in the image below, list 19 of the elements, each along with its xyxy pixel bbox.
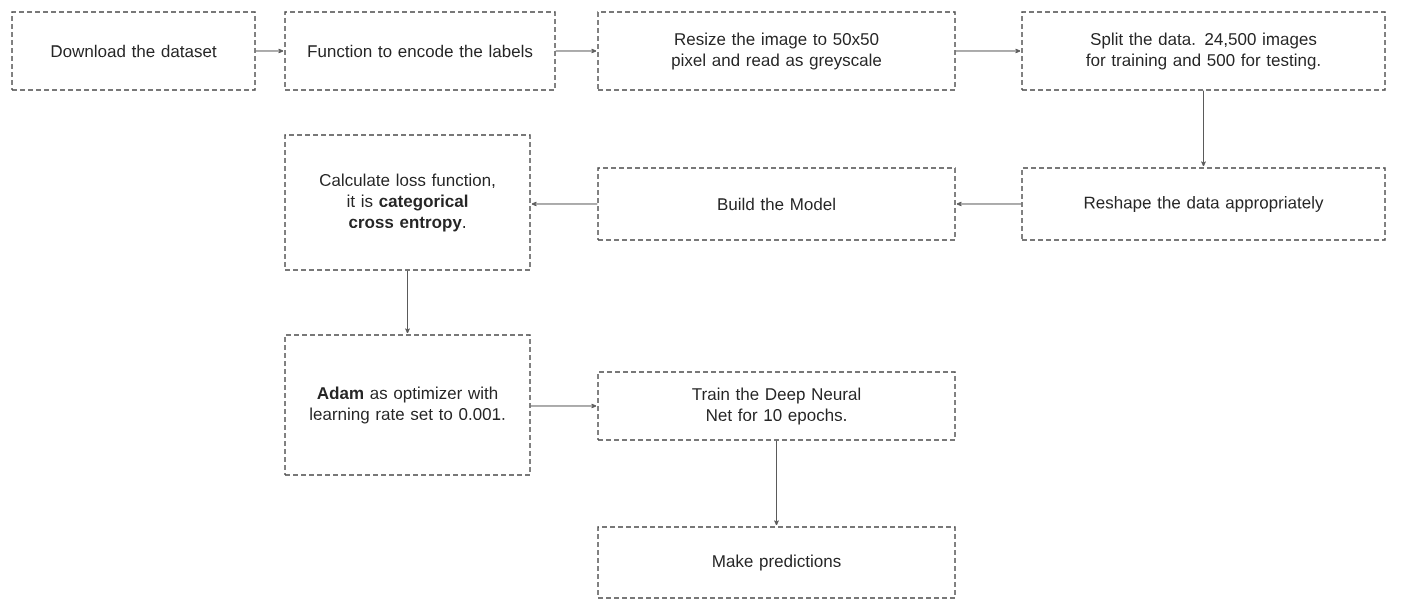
arrow — [255, 48, 284, 54]
process-box: Build the Model — [597, 167, 956, 241]
process-box: Make predictions — [597, 526, 956, 599]
process-box: Adam as optimizer with learning rate set to 0.001. — [284, 334, 531, 476]
arrow — [531, 201, 598, 207]
arrow — [405, 270, 410, 334]
process-box: Split the data. 24,500 images for training and 500 for testing. — [1021, 11, 1386, 91]
process-box: Reshape the data appropriately — [1021, 167, 1386, 241]
arrow — [774, 440, 779, 526]
arrow — [956, 201, 1022, 207]
arrow — [955, 48, 1021, 54]
process-box: Train the Deep Neural Net for 10 epochs. — [597, 371, 956, 441]
process-box: Calculate loss function, it is categorical cross entropy. — [284, 134, 531, 271]
process-box: Function to encode the labels — [284, 11, 556, 91]
arrow — [530, 403, 597, 409]
process-box: Download the dataset — [11, 11, 256, 91]
arrow — [1201, 90, 1206, 167]
process-box: Resize the image to 50x50 pixel and read as greyscale — [597, 11, 956, 91]
arrow — [555, 48, 597, 54]
